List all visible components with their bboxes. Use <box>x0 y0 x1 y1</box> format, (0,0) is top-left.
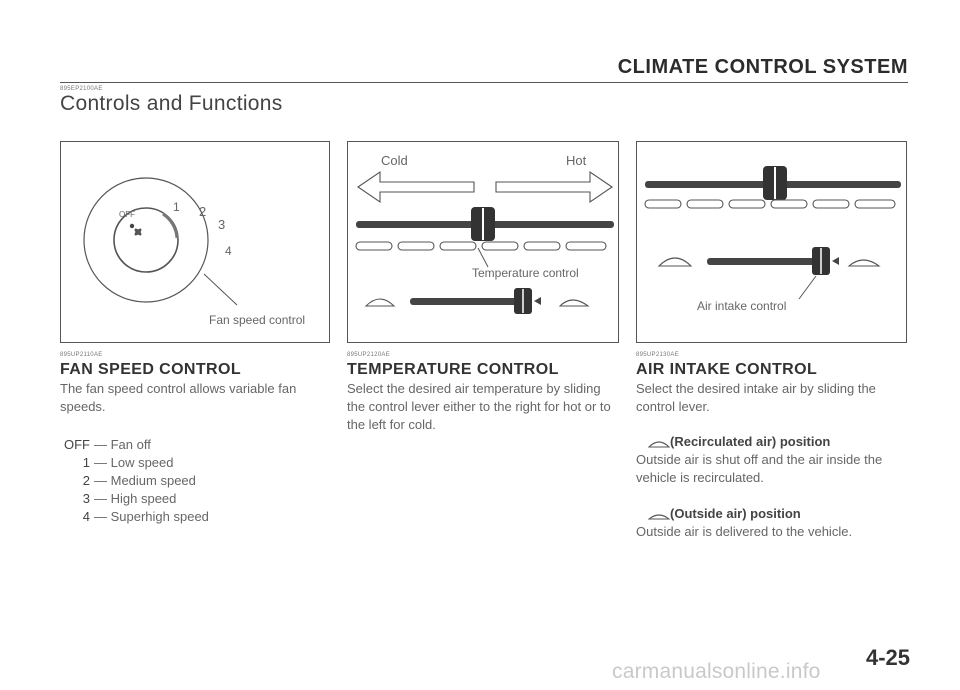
list-item: 4— Superhigh speed <box>82 509 209 524</box>
fan-speed-list: OFF— Fan off 1— Low speed 2— Medium spee… <box>58 436 209 526</box>
fan-code: 895UP2110AE <box>60 352 103 358</box>
fan-text: The fan speed control allows variable fa… <box>60 381 297 414</box>
cold-label: Cold <box>381 153 408 168</box>
fan-speed-caption: Fan speed control <box>209 313 306 327</box>
outside-text: Outside air is delivered to the vehicle. <box>636 524 853 539</box>
recirc-heading: (Recirculated air) position <box>647 433 830 451</box>
recirculate-icon <box>364 298 396 307</box>
air-intake-slider-illustration <box>644 166 901 300</box>
dial-label-2: 2 <box>199 204 207 219</box>
temperature-figure: Cold Hot Temperature control <box>347 141 619 343</box>
temperature-caption: Temperature control <box>472 266 579 280</box>
arrow-left-icon <box>357 170 475 204</box>
section-title: Controls and Functions <box>60 92 283 115</box>
footer-watermark: carmanualsonline.info <box>612 660 821 683</box>
outside-air-icon <box>847 259 881 267</box>
hot-label: Hot <box>566 153 587 168</box>
air-text: Select the desired intake air by sliding… <box>636 381 876 414</box>
fan-speed-figure: OFF 1 2 3 4 Fan speed control <box>60 141 330 343</box>
header-rule <box>60 82 908 83</box>
list-item: 1— Low speed <box>82 455 174 470</box>
arrow-right-icon <box>495 170 613 204</box>
recirculate-icon <box>647 441 671 448</box>
fan-icon <box>134 228 142 236</box>
outside-heading: (Outside air) position <box>647 505 801 523</box>
air-intake-figure: Air intake control <box>636 141 907 343</box>
temp-title: TEMPERATURE CONTROL <box>347 361 559 378</box>
recirculate-icon <box>657 257 693 267</box>
list-item: 3— High speed <box>82 491 177 506</box>
dial-label-off: OFF <box>119 210 135 219</box>
temperature-slider-illustration <box>355 170 614 314</box>
air-code: 895UP2130AE <box>636 352 679 358</box>
fan-title: FAN SPEED CONTROL <box>60 361 242 378</box>
header-title: CLIMATE CONTROL SYSTEM <box>617 56 908 78</box>
section-code: 895EP2100AE <box>60 86 103 92</box>
list-item: OFF— Fan off <box>64 437 151 452</box>
list-item: 2— Medium speed <box>82 473 196 488</box>
dial-label-4: 4 <box>225 244 232 258</box>
air-intake-caption: Air intake control <box>697 299 787 313</box>
outside-air-icon <box>647 514 671 520</box>
page-number: 4-25 <box>865 645 910 670</box>
outside-air-icon <box>558 299 590 307</box>
temp-text: Select the desired air temperature by sl… <box>347 381 611 432</box>
fan-dial-illustration <box>83 177 238 306</box>
dial-label-3: 3 <box>218 217 226 232</box>
recirc-text: Outside air is shut off and the air insi… <box>636 452 883 485</box>
air-title: AIR INTAKE CONTROL <box>636 361 818 378</box>
dial-label-1: 1 <box>173 200 180 214</box>
temp-code: 895UP2120AE <box>347 352 390 358</box>
